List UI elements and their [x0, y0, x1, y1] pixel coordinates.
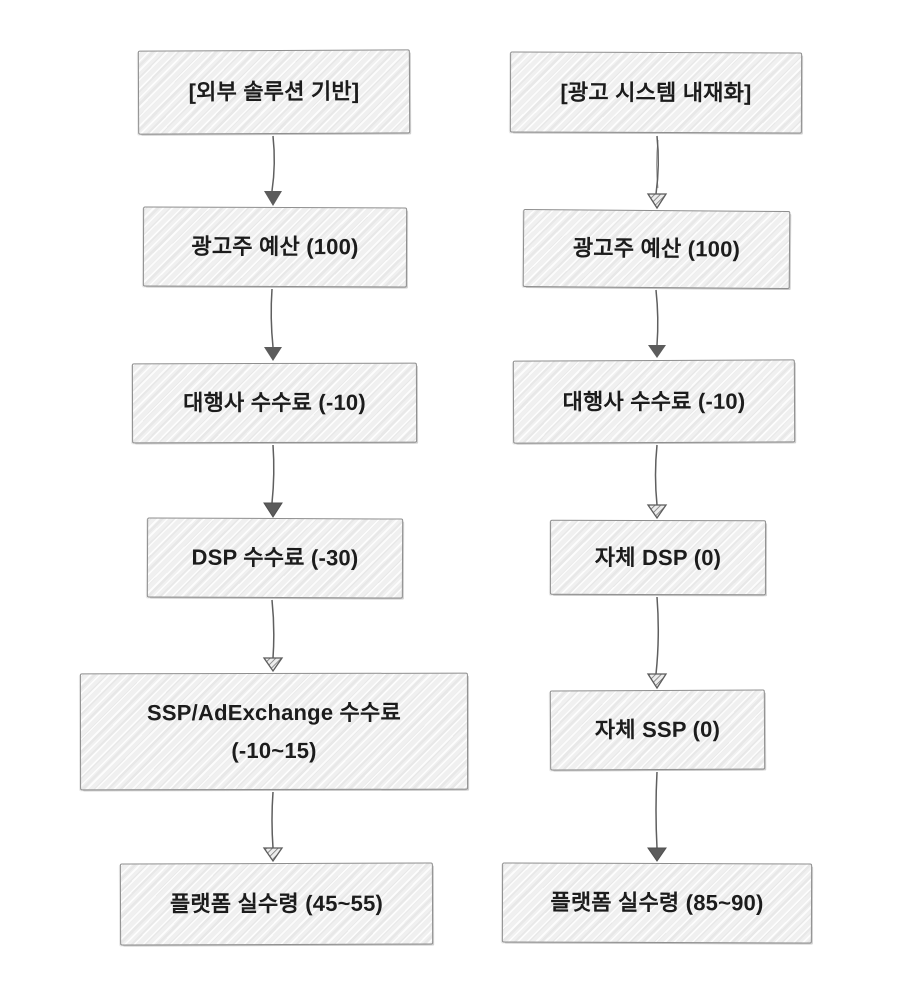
flow-node-label: SSP/AdExchange 수수료 (-10~15)	[147, 699, 401, 763]
arrow-right-5	[647, 771, 667, 862]
arrow-head-solid	[264, 347, 282, 361]
flow-node-right-title: [광고 시스템 내재화]	[509, 51, 803, 134]
arrow-right-3	[646, 444, 668, 520]
arrow-head-hatched	[646, 504, 668, 520]
arrow-head-hatched	[646, 193, 668, 210]
arrow-line	[271, 791, 274, 849]
arrow-head-hatched	[263, 502, 283, 518]
arrow-head-hatched	[262, 657, 284, 673]
flow-node-label: 광고주 예산 (100)	[191, 234, 359, 260]
flow-node-left-budget: 광고주 예산 (100)	[142, 206, 408, 288]
flow-node-label: 대행사 수수료 (-10)	[562, 388, 746, 415]
arrow-line	[270, 288, 274, 348]
arrow-line	[655, 596, 660, 675]
arrow-left-2	[264, 288, 282, 361]
arrow-head-hatched	[262, 847, 284, 863]
arrow-line	[654, 444, 658, 506]
arrow-line-double	[656, 139, 659, 189]
arrow-line	[271, 599, 275, 659]
arrow-head-hatched	[646, 673, 668, 690]
flow-node-right-agency-fee: 대행사 수수료 (-10)	[512, 359, 796, 444]
arrow-line	[655, 771, 658, 849]
flow-node-label: DSP 수수료 (-30)	[191, 544, 359, 571]
arrow-line	[655, 289, 659, 346]
arrow-left-3	[263, 444, 283, 518]
flow-node-label: 플랫폼 실수령 (85~90)	[550, 889, 764, 916]
flow-node-label: 대행사 수수료 (-10)	[183, 390, 366, 416]
flow-node-right-own-ssp: 자체 SSP (0)	[549, 689, 766, 771]
arrow-left-5	[262, 791, 284, 863]
arrow-left-4	[262, 599, 284, 673]
flow-node-label: 자체 DSP (0)	[594, 544, 722, 570]
flow-node-left-title: [외부 솔루션 기반]	[137, 49, 411, 135]
flow-node-right-platform-net: 플랫폼 실수령 (85~90)	[501, 862, 813, 944]
arrow-line	[271, 444, 275, 504]
arrow-head-hatched	[647, 847, 667, 862]
arrow-right-1	[646, 135, 668, 210]
flow-node-label: [광고 시스템 내재화]	[560, 79, 752, 106]
flow-node-left-ssp-adexchange-fee: SSP/AdExchange 수수료 (-10~15)	[79, 672, 469, 791]
flow-node-left-dsp-fee: DSP 수수료 (-30)	[146, 517, 404, 599]
arrow-right-4	[646, 596, 668, 690]
flow-node-label: [외부 솔루션 기반]	[188, 78, 360, 105]
arrow-head-solid	[264, 191, 282, 206]
arrow-right-2	[648, 289, 666, 358]
arrow-line	[271, 135, 276, 192]
flow-node-left-platform-net: 플랫폼 실수령 (45~55)	[119, 862, 434, 946]
arrow-head-solid	[648, 345, 666, 358]
flow-node-left-agency-fee: 대행사 수수료 (-10)	[131, 362, 418, 444]
flow-node-label: 플랫폼 실수령 (45~55)	[169, 890, 384, 917]
flow-node-right-own-dsp: 자체 DSP (0)	[549, 519, 767, 596]
arrow-left-1	[264, 135, 282, 206]
flow-node-label: 광고주 예산 (100)	[572, 235, 741, 262]
flow-node-right-budget: 광고주 예산 (100)	[522, 208, 791, 290]
flow-node-label: 자체 SSP (0)	[594, 716, 721, 743]
